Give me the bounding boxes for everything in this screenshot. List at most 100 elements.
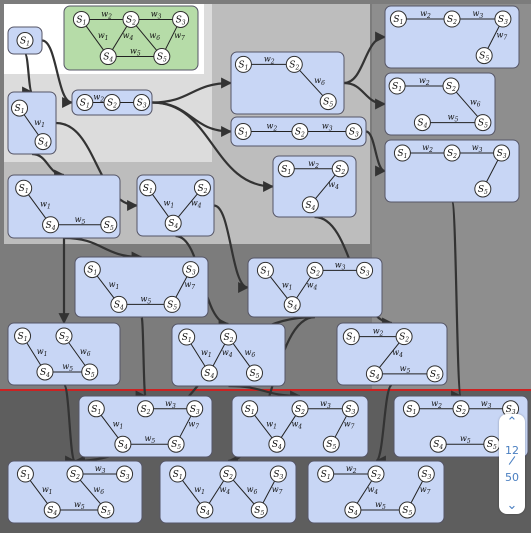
node-S1 [87, 400, 105, 418]
node-S4 [365, 365, 383, 383]
node-label-S5: S5 [323, 98, 333, 109]
edge-weight-label: w2 [373, 327, 384, 338]
node-label-S4: S4 [40, 368, 50, 379]
node-label-S3: S3 [360, 266, 370, 277]
edge-weight-label: w1 [113, 420, 124, 431]
node-S5 [153, 48, 171, 66]
chevron-up-icon[interactable]: ⌃ [506, 415, 518, 430]
node-label-S2: S2 [295, 128, 305, 139]
node-label-S2: S2 [107, 99, 117, 110]
edge-weight-label: w4 [222, 348, 233, 359]
node-S2 [220, 328, 237, 346]
node-S4 [34, 133, 52, 151]
chevron-down-icon[interactable]: ⌄ [506, 498, 518, 513]
flow-arrow-g10-g12 [63, 236, 143, 263]
node-S1 [76, 94, 94, 111]
node-S2 [193, 179, 211, 197]
edge-weight-label: w7 [497, 30, 508, 41]
current-page: 12 [505, 444, 519, 457]
node-S4 [196, 501, 214, 519]
node-label-S1: S1 [19, 184, 29, 195]
flow-arrow-g3-g9 [151, 101, 275, 192]
node-S2 [395, 328, 413, 346]
node-label-S5: S5 [479, 52, 489, 63]
node-label-S2: S2 [371, 470, 381, 481]
card-background [247, 257, 383, 318]
node-label-S2: S2 [446, 82, 456, 93]
node-S3 [133, 94, 151, 111]
node-label-S3: S3 [349, 128, 359, 139]
node-label-S4: S4 [417, 119, 427, 130]
node-label-S2: S2 [70, 470, 80, 481]
node-label-S1: S1 [397, 149, 407, 160]
total-pages: 50 [505, 471, 519, 484]
node-S1 [402, 400, 420, 418]
node-S5 [163, 295, 181, 313]
node-label-S2: S2 [224, 333, 234, 344]
node-S1 [139, 179, 157, 197]
node-S1 [16, 465, 34, 483]
node-S5 [167, 435, 185, 453]
edge-weight-label: w6 [80, 347, 91, 358]
node-label-S1: S1 [20, 470, 30, 481]
node-S2 [137, 400, 154, 418]
node-label-S4: S4 [272, 440, 282, 451]
node-label-S4: S4 [103, 53, 113, 64]
graph-card-g1[interactable]: S1 [7, 26, 43, 55]
flow-arrow-g16-g22 [374, 383, 394, 467]
node-S1 [16, 32, 34, 49]
edge-weight-label: w5 [448, 113, 459, 124]
edge-weight-label: w6 [244, 348, 255, 359]
node-label-S1: S1 [406, 405, 416, 416]
edge-weight-label: w5 [74, 500, 85, 511]
node-label-S4: S4 [168, 219, 178, 230]
node-label-S3: S3 [137, 99, 147, 110]
node-label-S5: S5 [478, 185, 488, 196]
edge-weight-label: w5 [62, 362, 73, 373]
node-label-S4: S4 [433, 440, 443, 451]
node-S3 [417, 465, 435, 483]
edge-weight-label: w3 [151, 9, 162, 20]
node-S5 [475, 47, 493, 65]
edge-weight-label: w1 [42, 485, 53, 496]
node-label-S4: S4 [118, 440, 128, 451]
node-label-S3: S3 [498, 15, 508, 26]
edge-weight-label: w5 [144, 434, 155, 445]
edge-weight-label: w3 [481, 399, 492, 410]
node-label-S1: S1 [260, 266, 270, 277]
node-S3 [172, 10, 190, 28]
node-label-S5: S5 [85, 368, 95, 379]
node-S4 [301, 196, 319, 214]
node-label-S3: S3 [273, 470, 283, 481]
node-S2 [219, 465, 237, 483]
node-S2 [291, 123, 309, 140]
card-background [7, 174, 121, 239]
node-label-S1: S1 [321, 470, 331, 481]
card-background [230, 51, 345, 115]
node-label-S2: S2 [141, 405, 151, 416]
node-label-S5: S5 [171, 440, 181, 451]
